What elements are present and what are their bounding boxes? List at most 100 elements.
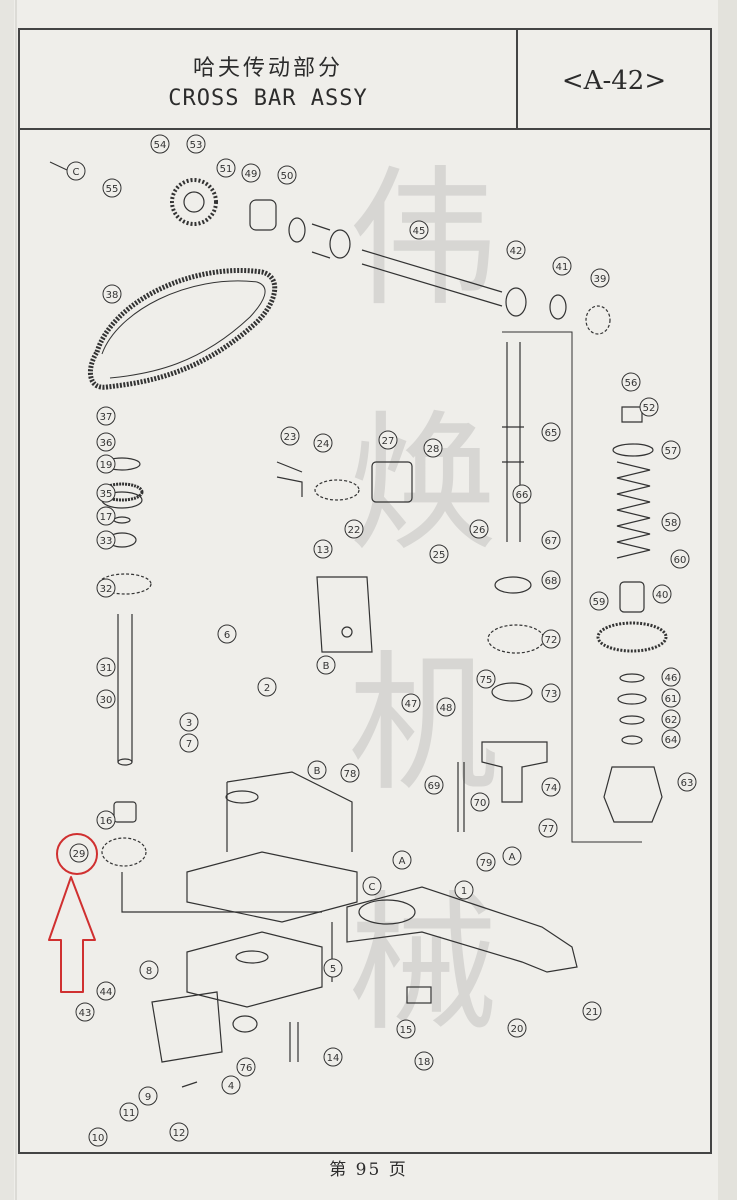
callout-12: 12 xyxy=(169,1122,189,1142)
cap-56 xyxy=(621,406,643,423)
callout-57: 57 xyxy=(661,440,681,460)
bolt-14 xyxy=(289,1022,299,1062)
svg-text:3: 3 xyxy=(186,718,192,729)
callout-8: 8 xyxy=(139,960,159,980)
callout-42: 42 xyxy=(506,240,526,260)
svg-text:47: 47 xyxy=(405,699,418,710)
svg-text:57: 57 xyxy=(665,446,678,457)
callout-15: 15 xyxy=(396,1019,416,1039)
svg-text:15: 15 xyxy=(400,1025,413,1036)
svg-text:55: 55 xyxy=(106,184,119,195)
svg-text:20: 20 xyxy=(511,1024,524,1035)
svg-text:41: 41 xyxy=(556,262,569,273)
svg-text:C: C xyxy=(73,167,80,178)
svg-text:25: 25 xyxy=(433,550,446,561)
svg-text:74: 74 xyxy=(545,783,558,794)
callout-50: 50 xyxy=(277,165,297,185)
callout-53: 53 xyxy=(186,134,206,154)
callout-33: 33 xyxy=(96,530,116,550)
callout-39: 39 xyxy=(590,268,610,288)
svg-text:49: 49 xyxy=(245,169,258,180)
callout-30: 30 xyxy=(96,689,116,709)
callout-60: 60 xyxy=(670,549,690,569)
svg-text:36: 36 xyxy=(100,438,113,449)
callout-59: 59 xyxy=(589,591,609,611)
title-english: CROSS BAR ASSY xyxy=(168,86,368,111)
bearing-73 xyxy=(491,682,533,702)
callout-58: 58 xyxy=(661,512,681,532)
bearing-61 xyxy=(617,693,647,705)
callout-c-top: C xyxy=(49,161,86,181)
callout-67: 67 xyxy=(541,530,561,550)
callout-51: 51 xyxy=(216,158,236,178)
svg-text:44: 44 xyxy=(100,987,113,998)
callout-45: 45 xyxy=(409,220,429,240)
callout-75: 75 xyxy=(476,669,496,689)
bevel-gear-72 xyxy=(487,624,545,654)
svg-text:12: 12 xyxy=(173,1128,186,1139)
callout-44: 44 xyxy=(96,981,116,1001)
svg-text:8: 8 xyxy=(146,966,152,977)
callout-27: 27 xyxy=(378,430,398,450)
callout-68: 68 xyxy=(541,570,561,590)
callout-52: 52 xyxy=(639,397,659,417)
highlight-arrow xyxy=(48,876,96,993)
watermark-char-4: 械 xyxy=(347,878,498,1052)
svg-text:19: 19 xyxy=(100,460,113,471)
highlight-marker xyxy=(48,833,98,993)
page-code: <A-42> xyxy=(561,66,667,96)
svg-text:40: 40 xyxy=(656,590,669,601)
svg-text:2: 2 xyxy=(264,683,270,694)
watermark-char-1: 伟 xyxy=(347,153,498,327)
callout-7: 7 xyxy=(179,733,199,753)
svg-text:51: 51 xyxy=(220,164,233,175)
sleeve-part xyxy=(329,229,351,259)
svg-text:28: 28 xyxy=(427,444,440,455)
callout-73: 73 xyxy=(541,683,561,703)
callout-46: 46 xyxy=(661,667,681,687)
svg-text:C: C xyxy=(369,882,376,893)
gear-53 xyxy=(170,178,218,226)
callout-28: 28 xyxy=(423,438,443,458)
callout-21: 21 xyxy=(582,1001,602,1021)
highlight-circle xyxy=(56,833,98,875)
callout-4: 4 xyxy=(221,1075,241,1095)
svg-text:5: 5 xyxy=(330,964,336,975)
svg-text:23: 23 xyxy=(284,432,297,443)
callout-35: 35 xyxy=(96,483,116,503)
callout-63: 63 xyxy=(677,772,697,792)
callout-24: 24 xyxy=(313,433,333,453)
svg-text:67: 67 xyxy=(545,536,558,547)
svg-text:6: 6 xyxy=(224,630,230,641)
callout-66: 66 xyxy=(512,484,532,504)
svg-text:53: 53 xyxy=(190,140,203,151)
svg-text:70: 70 xyxy=(474,798,487,809)
svg-text:68: 68 xyxy=(545,576,558,587)
svg-text:27: 27 xyxy=(382,436,395,447)
callout-20: 20 xyxy=(507,1018,527,1038)
callout-17: 17 xyxy=(96,506,116,526)
callout-74: 74 xyxy=(541,777,561,797)
callout-69: 69 xyxy=(424,775,444,795)
title-divider xyxy=(516,30,518,128)
callout-29: 29 xyxy=(69,843,89,863)
rod-70 xyxy=(457,762,465,832)
callout-47: 47 xyxy=(401,693,421,713)
svg-text:30: 30 xyxy=(100,695,113,706)
svg-text:42: 42 xyxy=(510,246,523,257)
svg-text:65: 65 xyxy=(545,428,558,439)
svg-text:45: 45 xyxy=(413,226,426,237)
upper-bracket xyxy=(186,851,358,923)
callout-65: 65 xyxy=(541,422,561,442)
hub-49 xyxy=(249,199,277,231)
callout-6: 6 xyxy=(217,624,237,644)
gear-29 xyxy=(101,837,147,867)
svg-text:21: 21 xyxy=(586,1007,599,1018)
svg-text:26: 26 xyxy=(473,525,486,536)
sleeve-40 xyxy=(619,581,645,613)
svg-text:31: 31 xyxy=(100,663,113,674)
svg-text:33: 33 xyxy=(100,536,113,547)
callout-11: 11 xyxy=(119,1102,139,1122)
callout-61: 61 xyxy=(661,688,681,708)
svg-text:62: 62 xyxy=(665,715,678,726)
